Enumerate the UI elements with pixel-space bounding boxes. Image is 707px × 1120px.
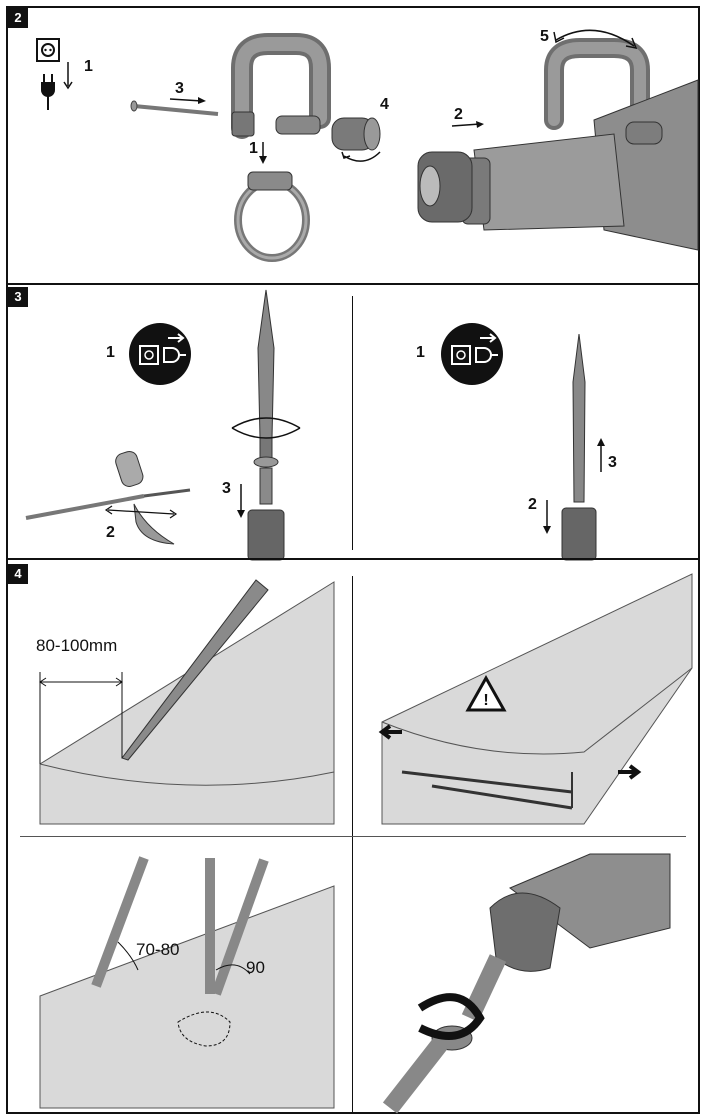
step2-label-slide: 2 <box>454 106 463 123</box>
distance-label: 80-100mm <box>36 636 118 655</box>
horizontal-divider <box>20 836 686 837</box>
vertical-divider <box>352 296 353 550</box>
concrete-edge-warning: ! <box>378 573 693 825</box>
step2-label-bolt: 3 <box>175 80 184 97</box>
step3-left-label-insert: 3 <box>222 480 231 497</box>
step3-right-label-unplug: 1 <box>416 344 425 361</box>
page-frame <box>6 6 700 1114</box>
concrete-angles <box>39 856 335 1109</box>
step-badge-4: 4 <box>8 564 28 584</box>
step3-right-label-up: 3 <box>608 454 617 471</box>
section-divider <box>6 283 700 285</box>
side-handle <box>231 33 331 139</box>
angle-label: 70-80 <box>136 940 180 959</box>
right-angle-label: 90 <box>246 958 265 977</box>
breaker-with-handle <box>417 38 699 251</box>
handle-bolt <box>130 100 219 116</box>
pointed-chisel-in-chuck <box>561 333 597 561</box>
power-plug-icon <box>36 38 73 110</box>
greasing-chisel <box>25 450 191 545</box>
step3-left-label-grease: 2 <box>106 524 115 541</box>
unplug-icon <box>129 323 191 385</box>
concrete-block-distance <box>39 579 335 825</box>
step3-left-label-unplug: 1 <box>106 344 115 361</box>
step2-label-knob: 4 <box>380 96 389 113</box>
step2-label-unplug: 1 <box>84 58 93 75</box>
arrow-down-icon <box>543 500 551 534</box>
unplug-icon <box>441 323 503 385</box>
step2-label-bolt-arrow: 1 <box>249 140 258 157</box>
arrow-down-icon <box>237 484 245 518</box>
svg-text:!: ! <box>483 692 488 709</box>
step2-label-rotate: 5 <box>540 28 549 45</box>
arrow-right-icon <box>169 97 206 104</box>
step-badge-2: 2 <box>8 8 28 28</box>
arrow-down-icon <box>259 142 267 164</box>
rotate-arrow-icon <box>553 29 638 50</box>
locking-knob <box>331 117 381 162</box>
vertical-divider <box>352 576 353 1112</box>
arrow-up-icon <box>597 438 605 472</box>
pointed-chisel <box>231 289 301 561</box>
arrow-right-icon <box>451 121 484 128</box>
step3-right-label-down: 2 <box>528 496 537 513</box>
section-divider <box>6 558 700 560</box>
chisel-insert-chuck <box>382 853 671 1114</box>
step-badge-3: 3 <box>8 287 28 307</box>
clamp-band <box>234 171 310 262</box>
